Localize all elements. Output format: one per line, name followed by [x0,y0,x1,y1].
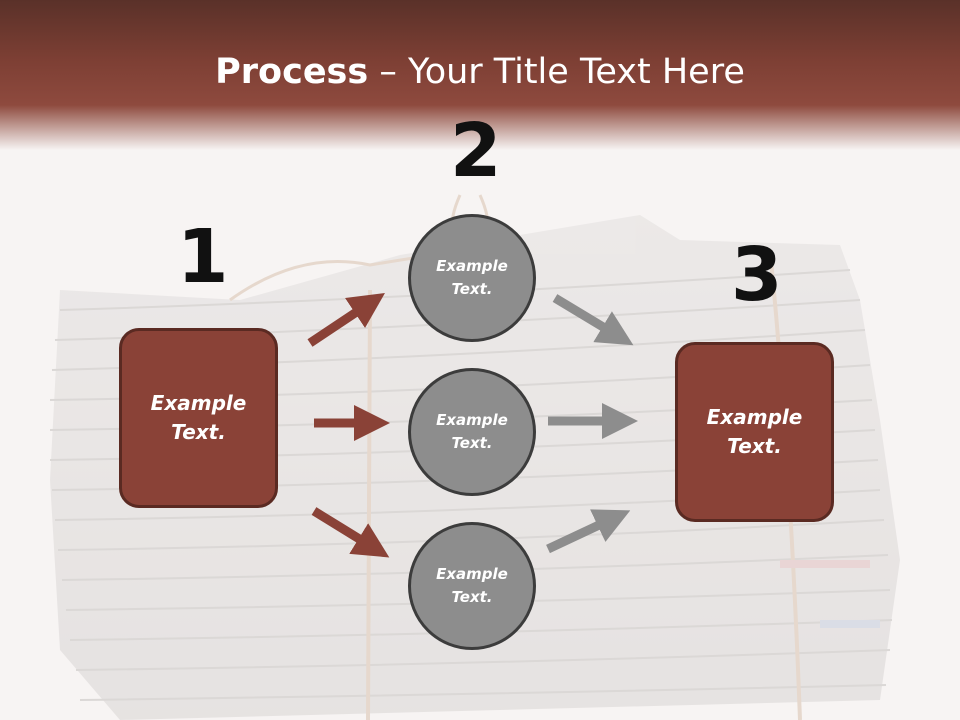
page-title: Process – Your Title Text Here [0,52,960,92]
step-1-text: Example Text. [151,389,247,447]
circle-top-line2: Text. [451,280,493,298]
step-3-number: 3 [731,232,783,318]
step-3-text: Example Text. [707,403,803,461]
arrow-2c-to-3 [546,509,631,554]
circle-middle-line2: Text. [451,434,493,452]
step-2-circle-top: Example Text. [408,214,536,342]
step-3-box: Example Text. [675,342,834,522]
arrow-2a-to-3 [552,294,634,346]
step-2-circle-middle: Example Text. [408,368,536,496]
step-3-text-line2: Text. [727,434,782,458]
circle-top-line1: Example [436,256,508,275]
circle-top-text: Example Text. [436,255,508,302]
arrow-1-to-2c [311,507,390,558]
circle-bottom-text: Example Text. [436,563,508,610]
title-rest: – Your Title Text Here [368,52,745,92]
step-2-circle-bottom: Example Text. [408,522,536,650]
arrow-1-to-2a [307,293,385,347]
step-1-text-line2: Text. [171,420,226,444]
step-2-number: 2 [450,108,502,194]
circle-bottom-line2: Text. [451,588,493,606]
circle-middle-line1: Example [436,410,508,429]
title-bar [0,0,960,150]
step-1-text-line1: Example [150,391,247,415]
step-1-number: 1 [177,214,229,300]
circle-middle-text: Example Text. [436,409,508,456]
step-3-text-line1: Example [706,405,803,429]
step-1-box: Example Text. [119,328,278,508]
title-bold: Process [215,52,369,92]
circle-bottom-line1: Example [436,564,508,583]
